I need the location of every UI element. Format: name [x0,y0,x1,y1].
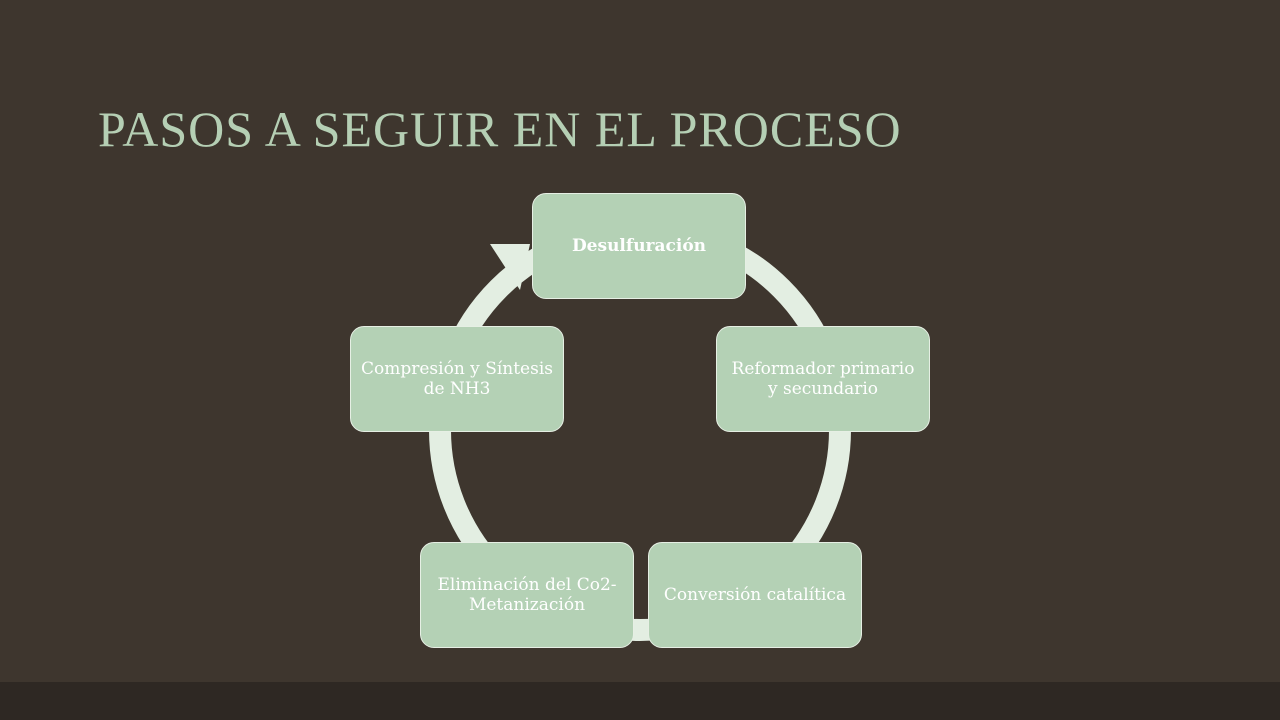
cycle-step-reformador: Reformador primario y secundario [716,326,930,432]
cycle-step-compresion: Compresión y Síntesis de NH3 [350,326,564,432]
cycle-step-label: Eliminación del Co2- Metanización [437,574,617,615]
cycle-step-eliminacion: Eliminación del Co2- Metanización [420,542,634,648]
cycle-step-label: Compresión y Síntesis de NH3 [361,358,553,399]
slide-title: PASOS A SEGUIR EN EL PROCESO [98,101,902,157]
cycle-step-desulfuracion: Desulfuración [532,193,746,299]
cycle-step-conversion: Conversión catalítica [648,542,862,648]
footer-band [0,682,1280,720]
cycle-step-label: Conversión catalítica [663,584,847,605]
cycle-step-label: Desulfuración [571,235,707,256]
cycle-step-label: Reformador primario y secundario [731,358,915,399]
cycle-arrowhead-icon [490,244,530,290]
